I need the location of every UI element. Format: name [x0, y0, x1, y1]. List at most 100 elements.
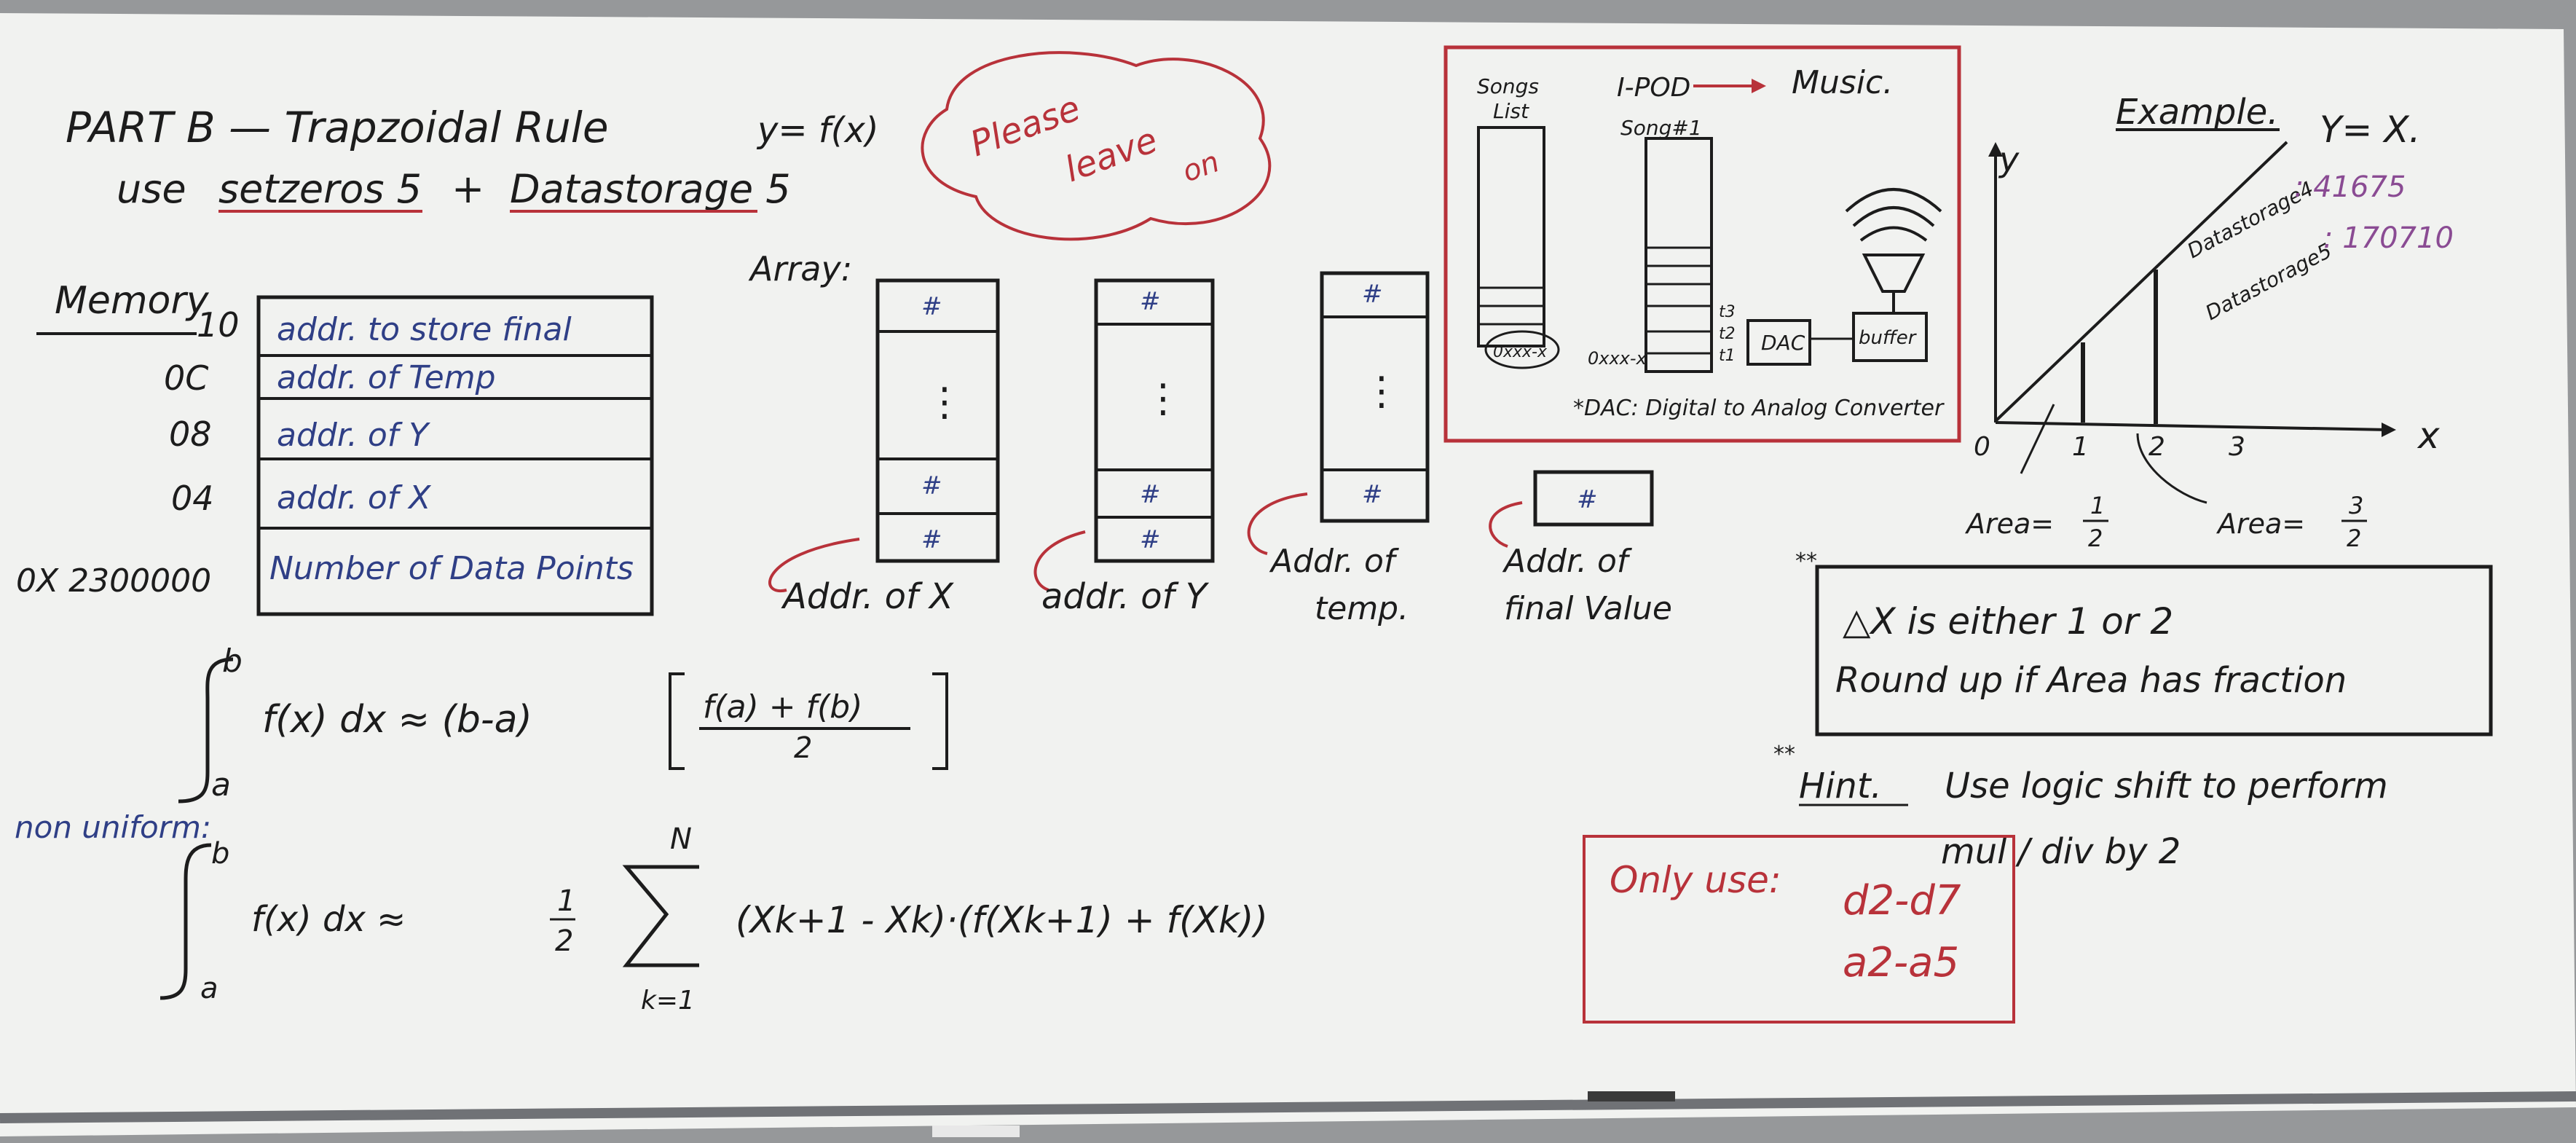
arrow-final [1489, 501, 1523, 548]
title-plus: + [452, 166, 484, 212]
whiteboard [0, 13, 2576, 1136]
formula-nonuniform: b a f(x) dx ≈ 1 2 N k=1 (Xk+1 - Xk)·(f(X… [159, 822, 1268, 1016]
area1-label: Area= [1964, 508, 2054, 540]
array-y-cell-top: # [1140, 287, 1161, 316]
dac-block [1746, 319, 1811, 366]
array-y-label: addr. of Y [1041, 576, 1210, 617]
array-final-label-2: final Value [1504, 590, 1672, 627]
array-x-cell-top: # [921, 292, 942, 321]
memory-table [256, 295, 654, 616]
buffer-block [1852, 312, 1928, 362]
memory-addr-0: 10 [197, 305, 240, 345]
array-x: # ⋮ # # [875, 278, 1000, 563]
area2-num: 3 [2349, 492, 2363, 519]
memory-cell-3: addr. of X [277, 479, 431, 516]
marker-tray [0, 1091, 2576, 1123]
array-y: # ⋮ # # [1094, 278, 1215, 563]
title-use: use [117, 166, 186, 212]
song1-label: Song#1 [1620, 116, 1702, 140]
marker [932, 1126, 1020, 1137]
array-label: Array: [748, 249, 852, 288]
area1-den: 2 [2088, 525, 2103, 552]
array-temp-cell-top: # [1362, 280, 1383, 309]
hint-label: Hint. [1799, 766, 1882, 806]
array-temp-label-1: Addr. of [1269, 543, 1400, 580]
formula-trapezoid: b a f(x) dx ≈ (b-a) f(a) + f(b) 2 [178, 643, 948, 804]
note-line1: △X is either 1 or 2 [1843, 600, 2173, 643]
array-final-label-1: Addr. of [1502, 543, 1633, 580]
hint-line2: mul / div by 2 [1941, 831, 2181, 872]
music-label: Music. [1792, 64, 1893, 101]
tick-3: 3 [2229, 432, 2245, 462]
note-box [1815, 565, 2493, 737]
example-line [1994, 141, 2288, 423]
title-func: y= f(x) [756, 110, 879, 151]
array-temp: # ⋮ # [1320, 271, 1430, 523]
sigma-icon [622, 865, 699, 967]
formula1-num: f(a) + f(b) [703, 688, 862, 726]
formula2-lower: a [200, 972, 218, 1005]
formula1-integrand: f(x) dx ≈ (b-a) [262, 698, 532, 742]
formula2-label: non uniform: [15, 809, 211, 845]
ipod-column [1645, 137, 1713, 373]
area1-num: 1 [2090, 492, 2105, 519]
please-leave-cloud [921, 51, 1272, 241]
memory-cell-4: Number of Data Points [269, 550, 634, 587]
ipod-label: I-POD [1617, 73, 1690, 103]
only-use-a: a2-a5 [1843, 939, 1959, 986]
ds4-value: : 41675 [2294, 170, 2406, 204]
example-y-axis-label: y [1998, 140, 2020, 179]
formula2-integrand: f(x) dx ≈ [251, 899, 406, 940]
memory-cell-1: addr. of Temp [277, 359, 496, 396]
formula2-sigma-top: N [670, 822, 692, 856]
memory-addr-4: 0X 2300000 [16, 562, 211, 600]
song-pointer-ellipse [1484, 330, 1560, 369]
formula2-half-den: 2 [555, 924, 573, 958]
array-temp-label-2: temp. [1315, 590, 1409, 627]
buffer-label: buffer [1859, 327, 1918, 349]
eraser [1588, 1091, 1675, 1101]
final-value-cell: # [1577, 485, 1598, 514]
title-datastorage: Datastorage 5 [510, 166, 791, 212]
arrow-temp [1247, 492, 1308, 555]
music-addr2: 0xxx-x [1588, 348, 1647, 369]
example-func: Y= X. [2320, 109, 2420, 151]
song-list-column [1477, 126, 1545, 347]
formula2-sigma-bottom: k=1 [641, 986, 695, 1016]
title-setzeros: setzeros 5 [218, 166, 422, 212]
music-t1: t1 [1719, 347, 1736, 365]
example-x-axis [1995, 421, 2390, 431]
example-title: Example. [2116, 92, 2279, 133]
final-value-box: # [1533, 470, 1654, 527]
song-list-2: List [1493, 99, 1529, 123]
note-line2: Round up if Area has fraction [1835, 660, 2347, 701]
array-x-label: Addr. of X [781, 576, 954, 617]
array-y-dots: ⋮ [1143, 375, 1183, 421]
dac-note: *DAC: Digital to Analog Converter [1573, 396, 1945, 421]
formula1-upper: b [222, 643, 243, 680]
area2-label: Area= [2215, 508, 2305, 540]
tick-0: 0 [1974, 432, 1990, 462]
music-t2: t2 [1719, 325, 1736, 343]
formula2-upper: b [211, 837, 229, 871]
formula1-den: 2 [794, 731, 812, 765]
only-use-label: Only use: [1610, 859, 1781, 901]
memory-addr-3: 04 [171, 479, 214, 518]
array-x-cell-bot: # [921, 525, 942, 554]
tick-2: 2 [2148, 432, 2165, 462]
only-use-box [1583, 835, 2015, 1024]
song-list-1: Songs [1477, 74, 1539, 98]
memory-cell-2: addr. of Y [277, 417, 430, 454]
area2-den: 2 [2347, 525, 2361, 552]
array-y-cell-bot: # [1140, 525, 1161, 554]
music-t3: t3 [1719, 303, 1736, 321]
note-stars: ** [1795, 549, 1817, 574]
ds5-value: : 170710 [2323, 221, 2454, 255]
dac-label: DAC [1761, 331, 1805, 355]
music-addr1: 0xxx-x [1493, 343, 1548, 361]
memory-addr-2: 08 [169, 415, 212, 454]
memory-cell-0: addr. to store final [277, 311, 572, 348]
formula1-lower: a [211, 766, 231, 804]
title-line1: PART B — Trapzoidal Rule [66, 103, 609, 152]
memory-addr-1: 0C [164, 358, 208, 398]
